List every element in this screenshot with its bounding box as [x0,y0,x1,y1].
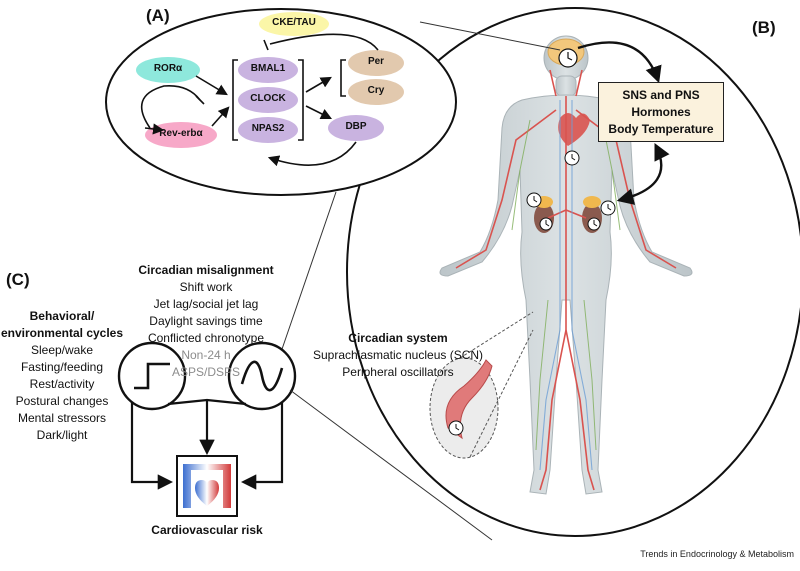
circadian-system-item: Suprachiasmatic nucleus (SCN) [312,348,484,362]
clock-icon [600,200,616,216]
heart-icon [195,480,219,506]
label-rev-erb: Rev-erbα [159,128,203,139]
behavioral-item: Mental stressors [17,411,107,425]
label-per: Per [367,56,385,67]
behavioral-title: environmental cycles [0,326,124,340]
output-item: SNS and PNS [622,88,700,102]
misalignment-item: Shift work [179,280,233,294]
veins [539,100,593,471]
zoom-line [469,329,534,458]
journal-credit: Trends in Endocrinology & Metabolism [640,549,794,559]
clock-icon [558,48,578,68]
circadian-system-block: Circadian system Suprachiasmatic nucleus… [313,330,483,381]
label-cry: Cry [367,85,385,96]
adrenal-right [583,196,601,208]
circadian-system-item: Peripheral oscillators [342,365,454,379]
misalignment-title: Circadian misalignment [138,263,274,277]
connector-line [279,191,337,356]
node-per [348,50,404,76]
step-function-icon [134,362,170,390]
panel-a [105,8,561,356]
clock-icon [564,150,580,166]
label-npas2: NPAS2 [251,123,285,134]
core-right-bracket [298,59,304,141]
connector-line [419,21,561,51]
outputs-box: SNS and PNS Hormones Body Temperature [598,82,724,142]
panel-b-ellipse [346,7,800,537]
panel-label-b: (B) [752,18,776,37]
behavioral-title: Behavioral/ [29,309,95,323]
label-dbp: DBP [345,121,367,132]
node-npas2 [238,117,298,143]
behavioral-item: Fasting/feeding [20,360,104,374]
output-item: Hormones [631,105,691,119]
clock-icon [448,420,464,436]
misalignment-gray-item: Non-24 h [181,348,231,362]
outcome-label: Cardiovascular risk [151,523,263,537]
zoom-line [459,311,534,359]
panel-c [117,341,493,541]
node-clock [238,87,298,113]
node-cke-tau [259,12,329,36]
misalignment-item: Conflicted chronotype [147,331,265,345]
misalignment-gray-item: ASPS/DSPS [171,365,241,379]
sine-wave-icon [240,360,284,392]
brain-to-outputs-arrow [577,41,662,84]
node-dbp [328,115,384,141]
gene-arrows [140,33,379,167]
output-item: Body Temperature [608,122,714,136]
circadian-system-title: Circadian system [348,331,448,345]
connector-line [289,389,493,541]
core-left-bracket [232,59,238,141]
behavioral-item: Sleep/wake [30,343,94,357]
outputs-to-adrenal-arrow [616,142,670,205]
label-ror: RORα [153,63,183,74]
clock-icon [587,217,601,231]
zoom-vessel [445,359,493,440]
clock-icon [539,217,553,231]
misalignment-block: Circadian misalignment Shift work Jet la… [138,262,273,381]
label-bmal1: BMAL1 [250,63,286,74]
misalignment-item: Jet lag/social jet lag [153,297,259,311]
step-oscillator-circle [117,341,187,411]
behavioral-block: Behavioral/ environmental cycles Sleep/w… [1,308,123,444]
clock-icon [526,192,542,208]
panel-label-a: (A) [146,6,170,25]
per-cry-bracket [340,59,346,97]
node-ror [136,57,200,83]
schematic-lines [130,398,284,490]
behavioral-item: Dark/light [36,428,88,442]
node-cry [348,79,404,105]
behavioral-item: Postural changes [15,394,109,408]
panel-label-c: (C) [6,270,30,289]
node-bmal1 [238,57,298,83]
label-cke-tau: CKE/TAU [272,17,316,28]
panel-b [346,7,800,537]
misalignment-item: Daylight savings time [149,314,263,328]
behavioral-item: Rest/activity [29,377,95,391]
label-clock: CLOCK [250,93,286,104]
